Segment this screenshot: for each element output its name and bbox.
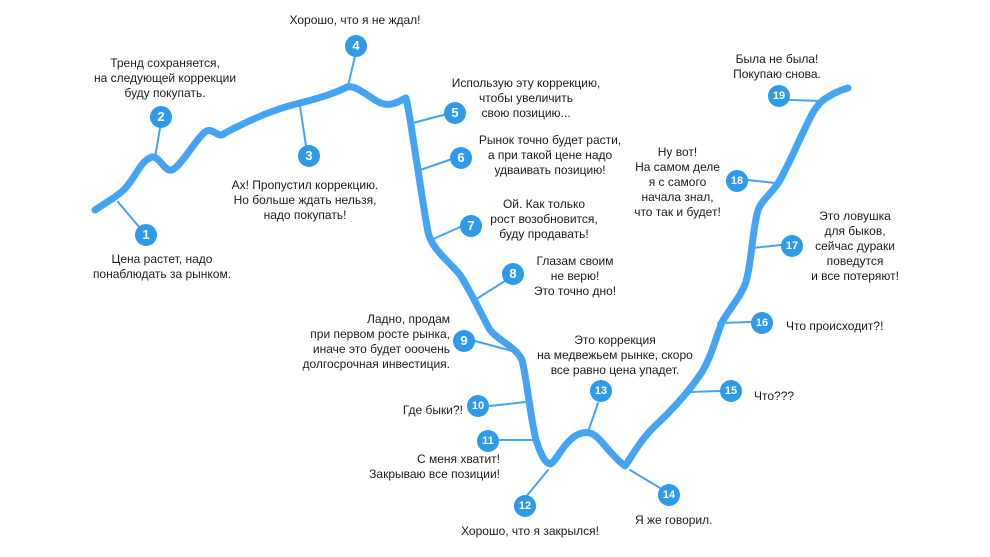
connector-15 <box>689 390 721 393</box>
stage-note-6: Рынок точно будет расти, а при такой цен… <box>478 133 622 177</box>
stage-note-13: Это коррекция на медвежьем рынке, скоро … <box>537 333 693 377</box>
connector-1 <box>117 201 141 229</box>
stage-note-12: Хорошо, что я закрылся! <box>461 524 599 538</box>
stage-marker-17: 17 <box>781 235 803 257</box>
stage-note-18: Ну вот! На самом деле я с самого начала … <box>634 145 721 219</box>
connector-13 <box>587 402 599 433</box>
connector-6 <box>419 158 453 171</box>
stage-marker-2: 2 <box>150 106 172 128</box>
connector-2 <box>154 127 161 159</box>
stage-marker-8: 8 <box>502 263 524 285</box>
connector-12 <box>524 469 549 499</box>
price-curve <box>91 83 852 470</box>
stage-note-10: Где быки?! <box>402 403 463 417</box>
connector-8 <box>477 280 506 299</box>
stage-note-15: Что??? <box>754 389 795 403</box>
stage-note-17: Это ловушка для быков, сейчас дураки пов… <box>811 209 899 283</box>
stage-marker-18: 18 <box>726 170 748 192</box>
stage-note-3: Ах! Пропустил коррекцию. Но больше ждать… <box>231 178 379 222</box>
stage-note-7: Ой. Как только рост возобновится, буду п… <box>490 197 598 241</box>
stage-note-14: Я же говорил. <box>635 513 713 527</box>
stage-marker-9: 9 <box>453 330 475 352</box>
stage-note-16: Что происходит?! <box>786 319 884 333</box>
connector-14 <box>629 469 661 489</box>
stage-marker-19: 19 <box>768 85 790 107</box>
connector-18 <box>747 179 776 184</box>
stage-marker-7: 7 <box>460 215 482 237</box>
stage-note-1: Цена растет, надо понаблюдать за рынком. <box>92 252 232 281</box>
connector-16 <box>717 321 752 324</box>
connector-17 <box>751 244 782 249</box>
stage-marker-12: 12 <box>514 495 536 517</box>
connector-10 <box>489 401 527 407</box>
stage-marker-10: 10 <box>467 395 489 417</box>
connector-19 <box>789 99 823 102</box>
stage-marker-1: 1 <box>135 224 157 246</box>
connector-4 <box>347 55 356 87</box>
stage-note-4: Хорошо, что я не ждал! <box>289 13 421 27</box>
stage-marker-15: 15 <box>720 380 742 402</box>
stage-marker-3: 3 <box>298 145 320 167</box>
marker-connectors <box>117 55 823 499</box>
stage-marker-5: 5 <box>444 102 466 124</box>
connector-9 <box>474 340 513 352</box>
connector-5 <box>408 113 448 125</box>
stage-marker-4: 4 <box>345 35 367 57</box>
stage-marker-11: 11 <box>477 430 499 452</box>
stage-note-9: Ладно, продам при первом росте рынка, ин… <box>302 312 450 371</box>
stage-note-11: С меня хватит! Закрываю все позиции! <box>369 452 500 481</box>
connector-7 <box>430 226 461 241</box>
stage-marker-6: 6 <box>450 147 472 169</box>
stage-marker-16: 16 <box>751 312 773 334</box>
stage-note-2: Тренд сохраняется, на следующей коррекци… <box>93 56 237 100</box>
stage-marker-13: 13 <box>590 380 612 402</box>
stage-note-19: Была не была! Покупаю снова. <box>733 52 821 81</box>
stage-marker-14: 14 <box>658 484 680 506</box>
stage-note-8: Глазам своим не верю! Это точно дно! <box>533 254 617 298</box>
connector-3 <box>299 105 307 147</box>
stage-note-5: Использую эту коррекцию, чтобы увеличить… <box>451 76 601 120</box>
